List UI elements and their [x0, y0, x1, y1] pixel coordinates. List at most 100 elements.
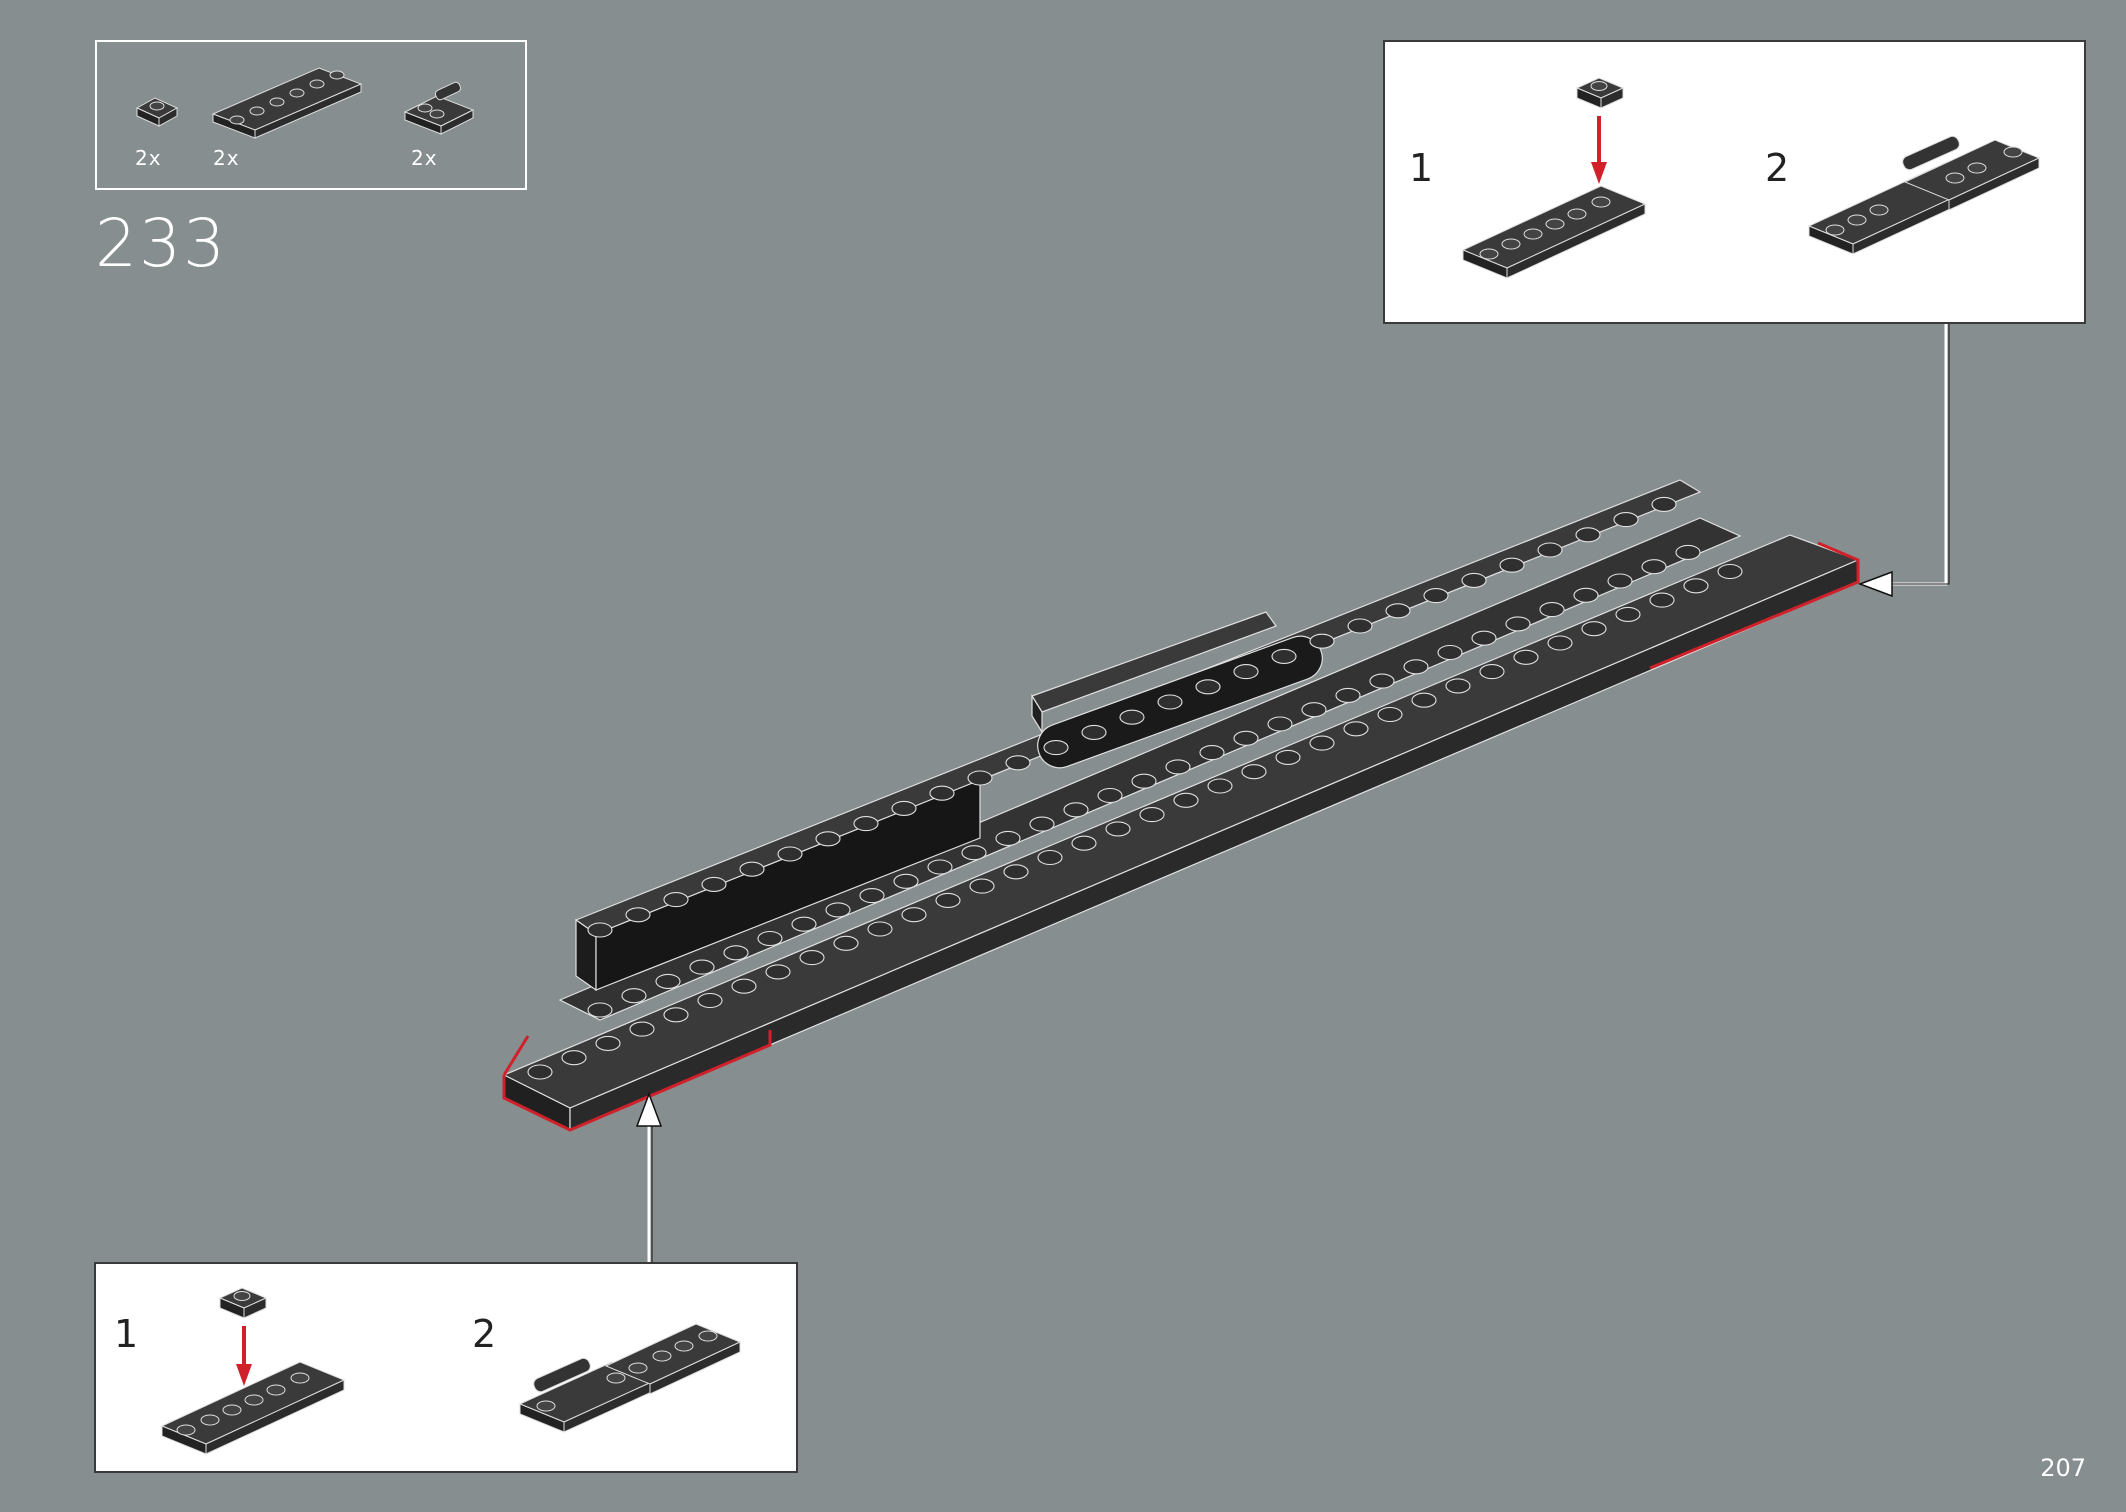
stud [663, 1007, 689, 1023]
sub-assembly-callout-top: 1 2 [1383, 40, 2086, 324]
stud [1505, 616, 1531, 632]
stud [929, 785, 955, 801]
parts-list-box: 2x 2x 2x [95, 40, 527, 190]
stud [621, 988, 647, 1004]
substep-1-label: 1 [1409, 146, 1434, 190]
stud [723, 945, 749, 961]
stud [1005, 755, 1031, 771]
stud [1119, 709, 1145, 725]
substep-2-illustration [1807, 135, 2041, 255]
stud [833, 935, 859, 951]
substep-2-label: 2 [472, 1312, 497, 1356]
stud [701, 876, 727, 892]
stud [1173, 792, 1199, 808]
stud [625, 907, 651, 923]
stud [1607, 573, 1633, 589]
stud [1309, 735, 1335, 751]
stud [1385, 603, 1411, 619]
stud [1071, 835, 1097, 851]
stud [1471, 630, 1497, 646]
stud [689, 959, 715, 975]
part-plate-clip-icon [403, 81, 475, 135]
stud [1233, 730, 1259, 746]
stud [825, 902, 851, 918]
stud [967, 770, 993, 786]
stud [893, 873, 919, 889]
stud [1445, 678, 1471, 694]
stud [1547, 635, 1573, 651]
stud [1649, 592, 1675, 608]
stud [655, 973, 681, 989]
stud [1347, 618, 1373, 634]
stud [1613, 512, 1639, 528]
stud [853, 816, 879, 832]
stud [1423, 588, 1449, 604]
stud [1377, 706, 1403, 723]
stud [595, 1035, 621, 1051]
stud [1461, 572, 1487, 588]
stud [777, 846, 803, 862]
stud [1335, 687, 1361, 703]
stud [1139, 807, 1165, 823]
stud [815, 831, 841, 847]
stud [1165, 759, 1191, 775]
stud [1403, 659, 1429, 675]
stud [1479, 664, 1505, 680]
stud [629, 1021, 655, 1037]
stud [527, 1064, 553, 1080]
stud [1369, 673, 1395, 689]
stud [1275, 749, 1301, 765]
stud [1581, 621, 1607, 637]
step-number: 233 [95, 205, 227, 282]
stud [969, 878, 995, 894]
substep-1-illustration [1461, 77, 1647, 279]
part-quantity: 2x [135, 146, 162, 170]
stud [561, 1050, 587, 1066]
stud [1131, 773, 1157, 789]
stud [1309, 633, 1335, 649]
stud [1301, 702, 1327, 718]
stud [1043, 740, 1069, 756]
stud [1683, 578, 1709, 594]
stud [961, 845, 987, 861]
part-plate-1x6-icon [211, 67, 363, 139]
stud [1157, 694, 1183, 710]
stud [1003, 864, 1029, 880]
stud [587, 1002, 613, 1018]
stud [791, 916, 817, 932]
stud [1513, 649, 1539, 665]
substep-2-illustration [518, 1323, 742, 1433]
stud [1717, 563, 1743, 580]
stud [1199, 745, 1225, 761]
stud [901, 907, 927, 923]
stud [1037, 849, 1063, 866]
stud [891, 800, 917, 816]
stud [927, 859, 953, 875]
substep-1-label: 1 [114, 1312, 139, 1356]
sub-assembly-callout-bottom: 1 2 [94, 1262, 798, 1473]
stud [1063, 802, 1089, 818]
stud [587, 922, 613, 938]
part-plate-1x1-icon [135, 97, 179, 127]
stud [1641, 559, 1667, 575]
stud [1537, 542, 1563, 558]
stud [1195, 679, 1221, 695]
stud [1029, 816, 1055, 832]
stud [1539, 602, 1565, 618]
stud [739, 861, 765, 877]
stud [1437, 644, 1463, 661]
stud [1615, 606, 1641, 622]
stud [1267, 716, 1293, 732]
stud [1575, 527, 1601, 543]
substep-1-illustration [160, 1287, 346, 1455]
stud [731, 978, 757, 994]
stud [1241, 764, 1267, 780]
stud [1081, 724, 1107, 740]
stud [697, 992, 723, 1009]
stud [1097, 787, 1123, 804]
stud [663, 892, 689, 908]
stud [995, 830, 1021, 846]
stud [935, 892, 961, 908]
